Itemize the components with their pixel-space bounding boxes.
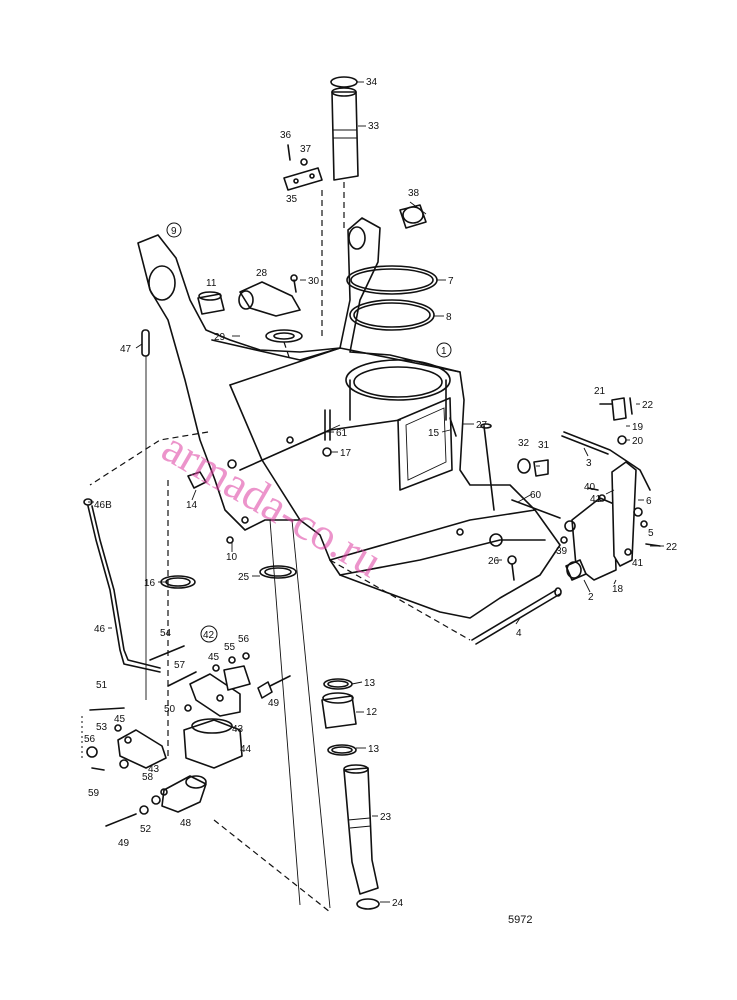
callout-1-circle <box>436 342 452 358</box>
callout-53: 53 <box>96 722 108 733</box>
callout-56-lower: 56 <box>84 734 96 745</box>
callout-60: 60 <box>530 490 542 501</box>
callout-leaders <box>88 81 664 903</box>
callout-46b: 46B <box>94 500 112 511</box>
callout-7: 7 <box>448 276 454 287</box>
callout-30: 30 <box>308 276 320 287</box>
clamp-assembly <box>81 645 291 827</box>
callout-29: 29 <box>214 332 226 343</box>
callout-4: 4 <box>516 628 522 639</box>
callout-31: 31 <box>538 440 550 451</box>
callout-48: 48 <box>180 818 192 829</box>
callout-47: 47 <box>120 344 132 355</box>
callout-2: 2 <box>588 592 594 603</box>
callout-27: 27 <box>476 420 488 431</box>
callout-41-lower: 41 <box>632 558 644 569</box>
callout-25: 25 <box>238 572 250 583</box>
callout-51: 51 <box>96 680 108 691</box>
callout-56-upper: 56 <box>238 634 250 645</box>
callout-21: 21 <box>594 386 606 397</box>
callout-46: 46 <box>94 624 106 635</box>
callout-11: 11 <box>206 278 217 289</box>
callout-20: 20 <box>632 436 644 447</box>
callout-16: 16 <box>144 578 156 589</box>
right-linkage <box>329 397 661 645</box>
callout-39: 39 <box>556 546 568 557</box>
callout-34: 34 <box>366 77 378 88</box>
lower-shaft <box>321 678 380 910</box>
callout-33: 33 <box>368 121 380 132</box>
main-housing <box>137 217 561 619</box>
callout-49-right: 49 <box>268 698 280 709</box>
callout-42: 42 <box>203 630 215 641</box>
callout-22-upper: 22 <box>642 400 654 411</box>
callout-37: 37 <box>300 144 312 155</box>
top-components <box>197 76 438 361</box>
callout-28: 28 <box>256 268 268 279</box>
callout-52: 52 <box>140 824 152 835</box>
callout-3: 3 <box>586 458 592 469</box>
callout-26: 26 <box>488 556 500 567</box>
callout-19: 19 <box>632 422 644 433</box>
callout-12: 12 <box>366 707 378 718</box>
callout-17: 17 <box>340 448 352 459</box>
callout-55: 55 <box>224 642 236 653</box>
callout-43-lower: 43 <box>148 764 160 775</box>
callout-8: 8 <box>446 312 452 323</box>
callout-61: 61 <box>336 428 348 439</box>
callout-13-upper: 13 <box>364 678 376 689</box>
drawing-number: 5972 <box>508 914 533 926</box>
callout-57: 57 <box>174 660 186 671</box>
callout-22-lower: 22 <box>666 542 678 553</box>
callout-6: 6 <box>646 496 652 507</box>
callout-15: 15 <box>428 428 440 439</box>
callout-18: 18 <box>612 584 624 595</box>
callout-35: 35 <box>286 194 298 205</box>
callout-59: 59 <box>88 788 100 799</box>
callout-44: 44 <box>240 744 252 755</box>
callout-23: 23 <box>380 812 392 823</box>
callout-43-upper: 43 <box>232 724 244 735</box>
callout-5: 5 <box>648 528 654 539</box>
callout-49-lower: 49 <box>118 838 130 849</box>
callout-labels: 34 33 36 37 35 38 9 28 30 11 7 8 29 47 1… <box>84 77 678 909</box>
callout-45-lower: 45 <box>114 714 126 725</box>
callout-10: 10 <box>226 552 238 563</box>
callout-32: 32 <box>518 438 530 449</box>
callout-50: 50 <box>164 704 176 715</box>
callout-42-circle <box>200 625 218 643</box>
callout-54: 54 <box>160 628 172 639</box>
callout-14: 14 <box>186 500 198 511</box>
callout-1: 1 <box>441 346 447 357</box>
callout-45-upper: 45 <box>208 652 220 663</box>
callout-58: 58 <box>142 772 154 783</box>
callout-9: 9 <box>171 226 177 237</box>
callout-24: 24 <box>392 898 404 909</box>
callout-40: 40 <box>584 482 596 493</box>
callout-36: 36 <box>280 130 292 141</box>
callout-41-upper: 41 <box>590 494 602 505</box>
callout-9-circle <box>166 222 182 238</box>
callout-13-lower: 13 <box>368 744 380 755</box>
callout-38: 38 <box>408 188 420 199</box>
